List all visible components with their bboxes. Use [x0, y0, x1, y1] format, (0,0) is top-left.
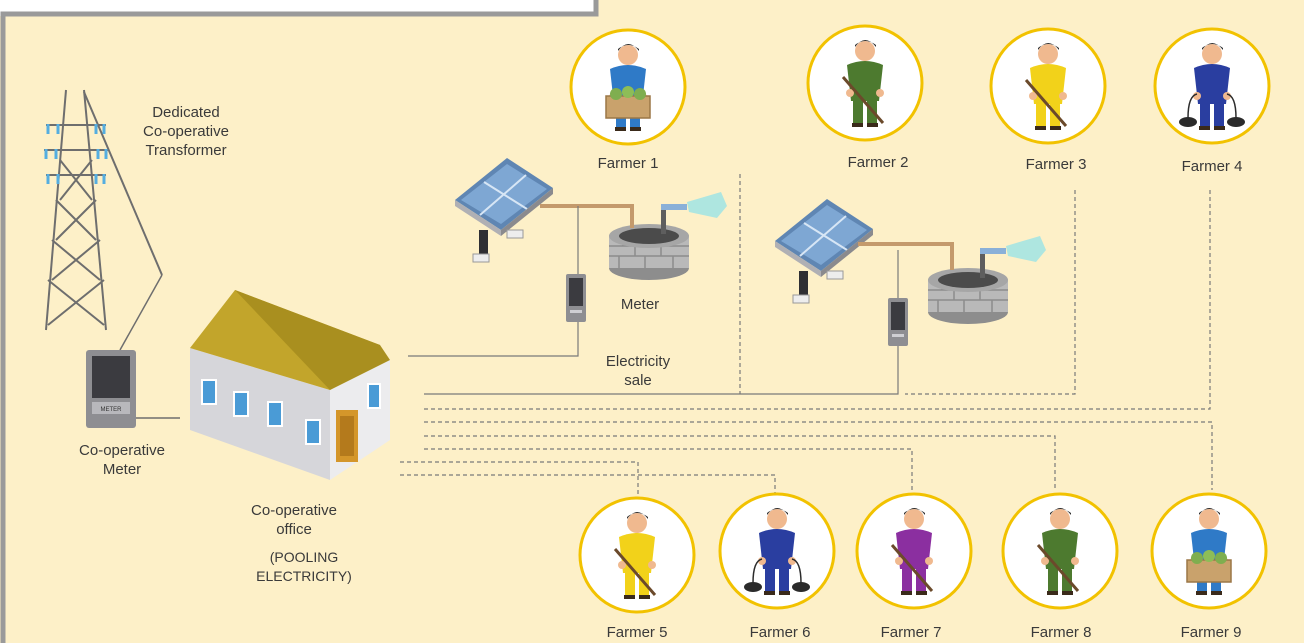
farmer-label-1: Farmer 1 — [597, 155, 659, 172]
farmer-label-6: Farmer 6 — [749, 624, 811, 641]
farmer-label-2: Farmer 2 — [847, 154, 909, 171]
transformer-label: Dedicated Co-operative Transformer — [126, 103, 246, 160]
farmer-label-9: Farmer 9 — [1180, 624, 1242, 641]
coop-meter-label-line2: Meter — [102, 461, 142, 478]
frame-border — [0, 0, 599, 643]
farmer-icon-9 — [1150, 492, 1268, 610]
electricity-sale-line2: sale — [624, 372, 652, 389]
transmission-tower-icon — [44, 89, 163, 331]
farmer-label-8: Farmer 8 — [1030, 624, 1092, 641]
solid-connections — [408, 206, 899, 395]
farmer-icon-1 — [569, 28, 687, 146]
tower-meter-link — [119, 274, 163, 351]
office-label: Co-operative office — [234, 501, 354, 539]
transformer-label-line3: Transformer — [145, 142, 227, 159]
electricity-sale-line1: Electricity — [605, 353, 671, 370]
farmer-icon-2 — [806, 24, 924, 142]
meter-label: Meter — [620, 296, 660, 313]
meter-icon-1 — [566, 274, 586, 322]
meter-icon-2 — [888, 298, 908, 346]
farmer-icon-8 — [1001, 492, 1119, 610]
farmer-label-4: Farmer 4 — [1181, 158, 1243, 175]
pooling-label: (POOLING ELECTRICITY) — [244, 548, 364, 586]
farmer-label-3: Farmer 3 — [1025, 156, 1087, 173]
farmer-icon-4 — [1153, 27, 1271, 145]
farmer-label-5: Farmer 5 — [606, 624, 668, 641]
farmer-icon-5 — [578, 496, 696, 614]
electricity-sale-label: Electricity sale — [583, 352, 693, 390]
coop-meter-icon: METER — [86, 350, 136, 428]
transformer-label-line1: Dedicated — [152, 104, 220, 121]
coop-meter-label-line1: Co-operative — [79, 442, 165, 459]
dashed-connections — [400, 174, 1213, 497]
meter-face-label: METER — [101, 407, 123, 413]
coop-meter-label: Co-operative Meter — [57, 441, 187, 479]
pipe-1 — [540, 204, 634, 228]
farmer-icon-3 — [989, 27, 1107, 145]
office-building-icon — [190, 290, 390, 480]
office-label-line2: office — [276, 521, 312, 538]
pooling-label-line2: ELECTRICITY) — [256, 568, 352, 584]
farmer-label-7: Farmer 7 — [880, 624, 942, 641]
transformer-label-line2: Co-operative — [143, 123, 229, 140]
pipe-2 — [858, 242, 954, 270]
farmer-icon-6 — [718, 492, 836, 610]
pooling-label-line1: (POOLING — [269, 549, 339, 565]
farmer-icon-7 — [855, 492, 973, 610]
office-label-line1: Co-operative — [251, 502, 337, 519]
